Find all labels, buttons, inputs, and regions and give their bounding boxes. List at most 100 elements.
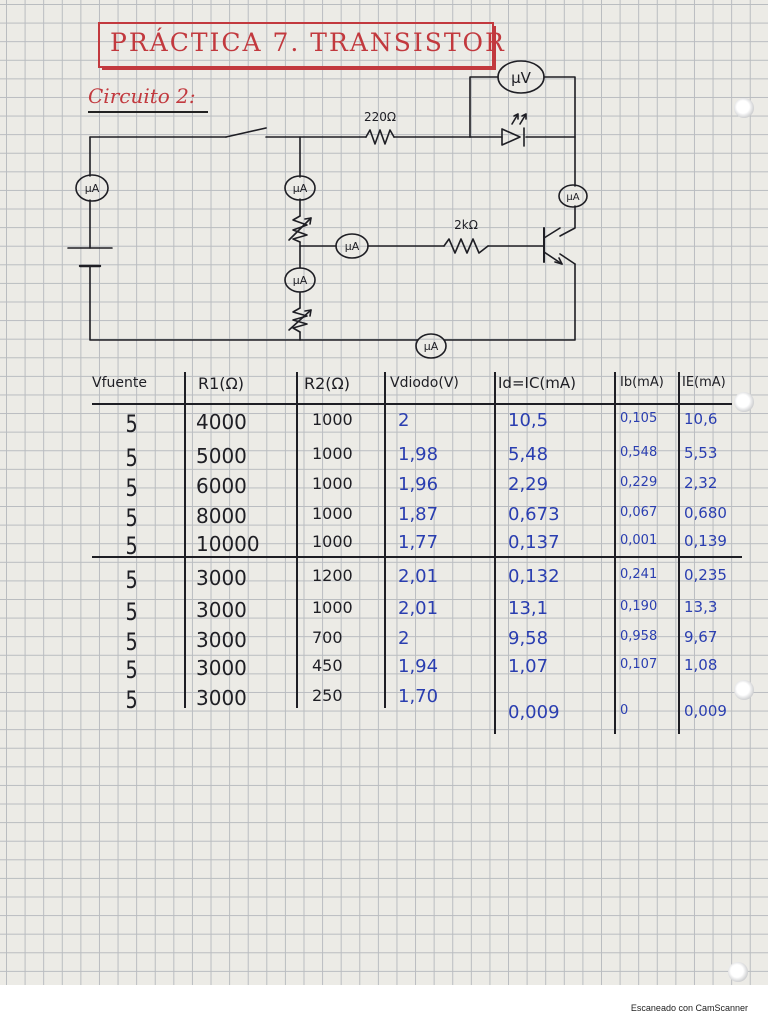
table-header-3: Vdiodo(V) — [390, 375, 459, 391]
table-cell-r1-c1: 5000 — [196, 444, 247, 468]
table-cell-r3-c6: 0,680 — [684, 504, 727, 522]
col-divider-1 — [184, 372, 186, 708]
col-divider-4 — [494, 372, 496, 734]
table-cell-r8-c5: 0,107 — [620, 657, 658, 672]
meter-divider-bottom-circle — [284, 267, 316, 293]
table-cell-r4-c5: 0,001 — [620, 533, 658, 548]
binder-hole-top — [734, 98, 754, 118]
table-cell-r3-c3: 1,87 — [398, 504, 439, 525]
table-cell-r3-c5: 0,067 — [620, 505, 658, 520]
table-cell-r1-c2: 1000 — [312, 444, 353, 463]
table-cell-r8-c1: 3000 — [196, 656, 247, 680]
table-cell-r7-c1: 3000 — [196, 628, 247, 652]
table-cell-r1-c4: 5,48 — [508, 444, 549, 465]
table-cell-r0-c1: 4000 — [196, 410, 247, 434]
table-cell-r5-c2: 1200 — [312, 566, 353, 585]
table-cell-r8-c6: 1,08 — [684, 656, 718, 674]
subtitle-underline — [88, 111, 208, 113]
wire-uv-right — [543, 76, 576, 138]
table-cell-r2-c6: 2,32 — [684, 474, 718, 492]
resistor-220 — [365, 129, 395, 145]
wire-uv-loop — [469, 76, 499, 138]
resistor-2k-label: 2kΩ — [454, 218, 478, 232]
wire-left-bottom — [89, 265, 419, 341]
title-box: PRÁCTICA 7. TRANSISTOR — [98, 22, 504, 68]
table-cell-r2-c3: 1,96 — [398, 474, 439, 495]
table-cell-r5-c5: 0,241 — [620, 567, 658, 582]
table-cell-r7-c5: 0,958 — [620, 629, 658, 644]
table-cell-r9-c1: 3000 — [196, 686, 247, 710]
table-cell-r2-c0: 5 — [125, 474, 138, 502]
wire-bottom-right — [443, 263, 576, 341]
table-cell-r1-c5: 0,548 — [620, 445, 658, 460]
table-cell-r4-c6: 0,139 — [684, 532, 727, 550]
meter-base-circle — [335, 233, 369, 259]
table-cell-r7-c2: 700 — [312, 628, 343, 647]
col-divider-5 — [614, 372, 616, 734]
meter-collector-label: µA — [566, 192, 579, 203]
table-cell-r2-c2: 1000 — [312, 474, 353, 493]
table-header-5: Ib(mA) — [620, 375, 664, 390]
led-symbol — [501, 113, 527, 147]
table-cell-r3-c4: 0,673 — [508, 504, 560, 525]
meter-left-label: µA — [85, 182, 100, 195]
table-cell-r9-c3: 1,70 — [398, 686, 439, 707]
binder-hole-upper — [734, 392, 754, 412]
meter-bottom-circle — [415, 333, 447, 359]
table-cell-r2-c1: 6000 — [196, 474, 247, 498]
table-cell-r8-c0: 5 — [125, 656, 138, 684]
scan-credit: Escaneado con CamScanner — [630, 1003, 748, 1013]
transistor-symbol — [543, 227, 563, 265]
scan-footer: Escaneado con CamScanner — [0, 985, 768, 1024]
table-cell-r3-c0: 5 — [125, 504, 138, 532]
table-cell-r0-c4: 10,5 — [508, 410, 549, 431]
table-header-0: Vfuente — [92, 375, 147, 391]
table-cell-r5-c1: 3000 — [196, 566, 247, 590]
table-cell-r0-c5: 0,105 — [620, 411, 658, 426]
table-cell-r1-c6: 5,53 — [684, 444, 718, 462]
meter-collector-circle — [558, 184, 588, 208]
notebook-page: PRÁCTICA 7. TRANSISTOR Circuito 2: — [0, 0, 768, 985]
meter-divider-bottom-label: µA — [293, 274, 308, 287]
resistor-2k — [443, 238, 489, 254]
potentiometer-r2 — [288, 307, 312, 333]
table-cell-r7-c0: 5 — [125, 628, 138, 656]
wire-collector-meter — [559, 205, 576, 237]
table-cell-r0-c6: 10,6 — [684, 410, 718, 428]
meter-divider-top-circle — [284, 175, 316, 201]
table-header-6: IE(mA) — [682, 375, 726, 390]
table-header-1: R1(Ω) — [198, 374, 245, 393]
table-cell-r5-c6: 0,235 — [684, 566, 727, 584]
table-cell-r5-c3: 2,01 — [398, 566, 439, 587]
table-cell-r2-c4: 2,29 — [508, 474, 549, 495]
table-cell-r4-c4: 0,137 — [508, 532, 560, 553]
table-cell-r8-c4: 1,07 — [508, 656, 549, 677]
table-cell-r1-c3: 1,98 — [398, 444, 439, 465]
wire-led-out — [525, 136, 576, 187]
meter-left-circle — [75, 174, 109, 202]
col-divider-3 — [384, 372, 386, 708]
meter-base-label: µA — [345, 240, 360, 253]
table-cell-r8-c2: 450 — [312, 656, 343, 675]
wire-emitter — [559, 253, 576, 265]
binder-hole-lower — [734, 680, 754, 700]
binder-hole-bottom — [728, 962, 748, 982]
page-title: PRÁCTICA 7. TRANSISTOR — [110, 28, 506, 57]
table-cell-r3-c2: 1000 — [312, 504, 353, 523]
switch — [225, 127, 267, 138]
table-cell-r9-c4: 0,009 — [508, 702, 560, 723]
table-header-4: Id=IC(mA) — [498, 374, 576, 392]
table-cell-r7-c4: 9,58 — [508, 628, 549, 649]
meter-bottom-label: µA — [424, 340, 439, 353]
table-cell-r1-c0: 5 — [125, 444, 138, 472]
header-underline — [92, 403, 732, 405]
table-cell-r6-c4: 13,1 — [508, 598, 549, 619]
table-cell-r0-c3: 2 — [398, 410, 410, 431]
table-cell-r0-c2: 1000 — [312, 410, 353, 429]
table-cell-r5-c4: 0,132 — [508, 566, 560, 587]
circuit-diagram: µV µA µA µA µA µA µA 220Ω 2kΩ — [67, 60, 588, 359]
table-cell-r9-c0: 5 — [125, 686, 138, 714]
table-cell-r4-c2: 1000 — [312, 532, 353, 551]
table-header-2: R2(Ω) — [304, 374, 351, 393]
meter-uv-circle — [497, 60, 545, 94]
